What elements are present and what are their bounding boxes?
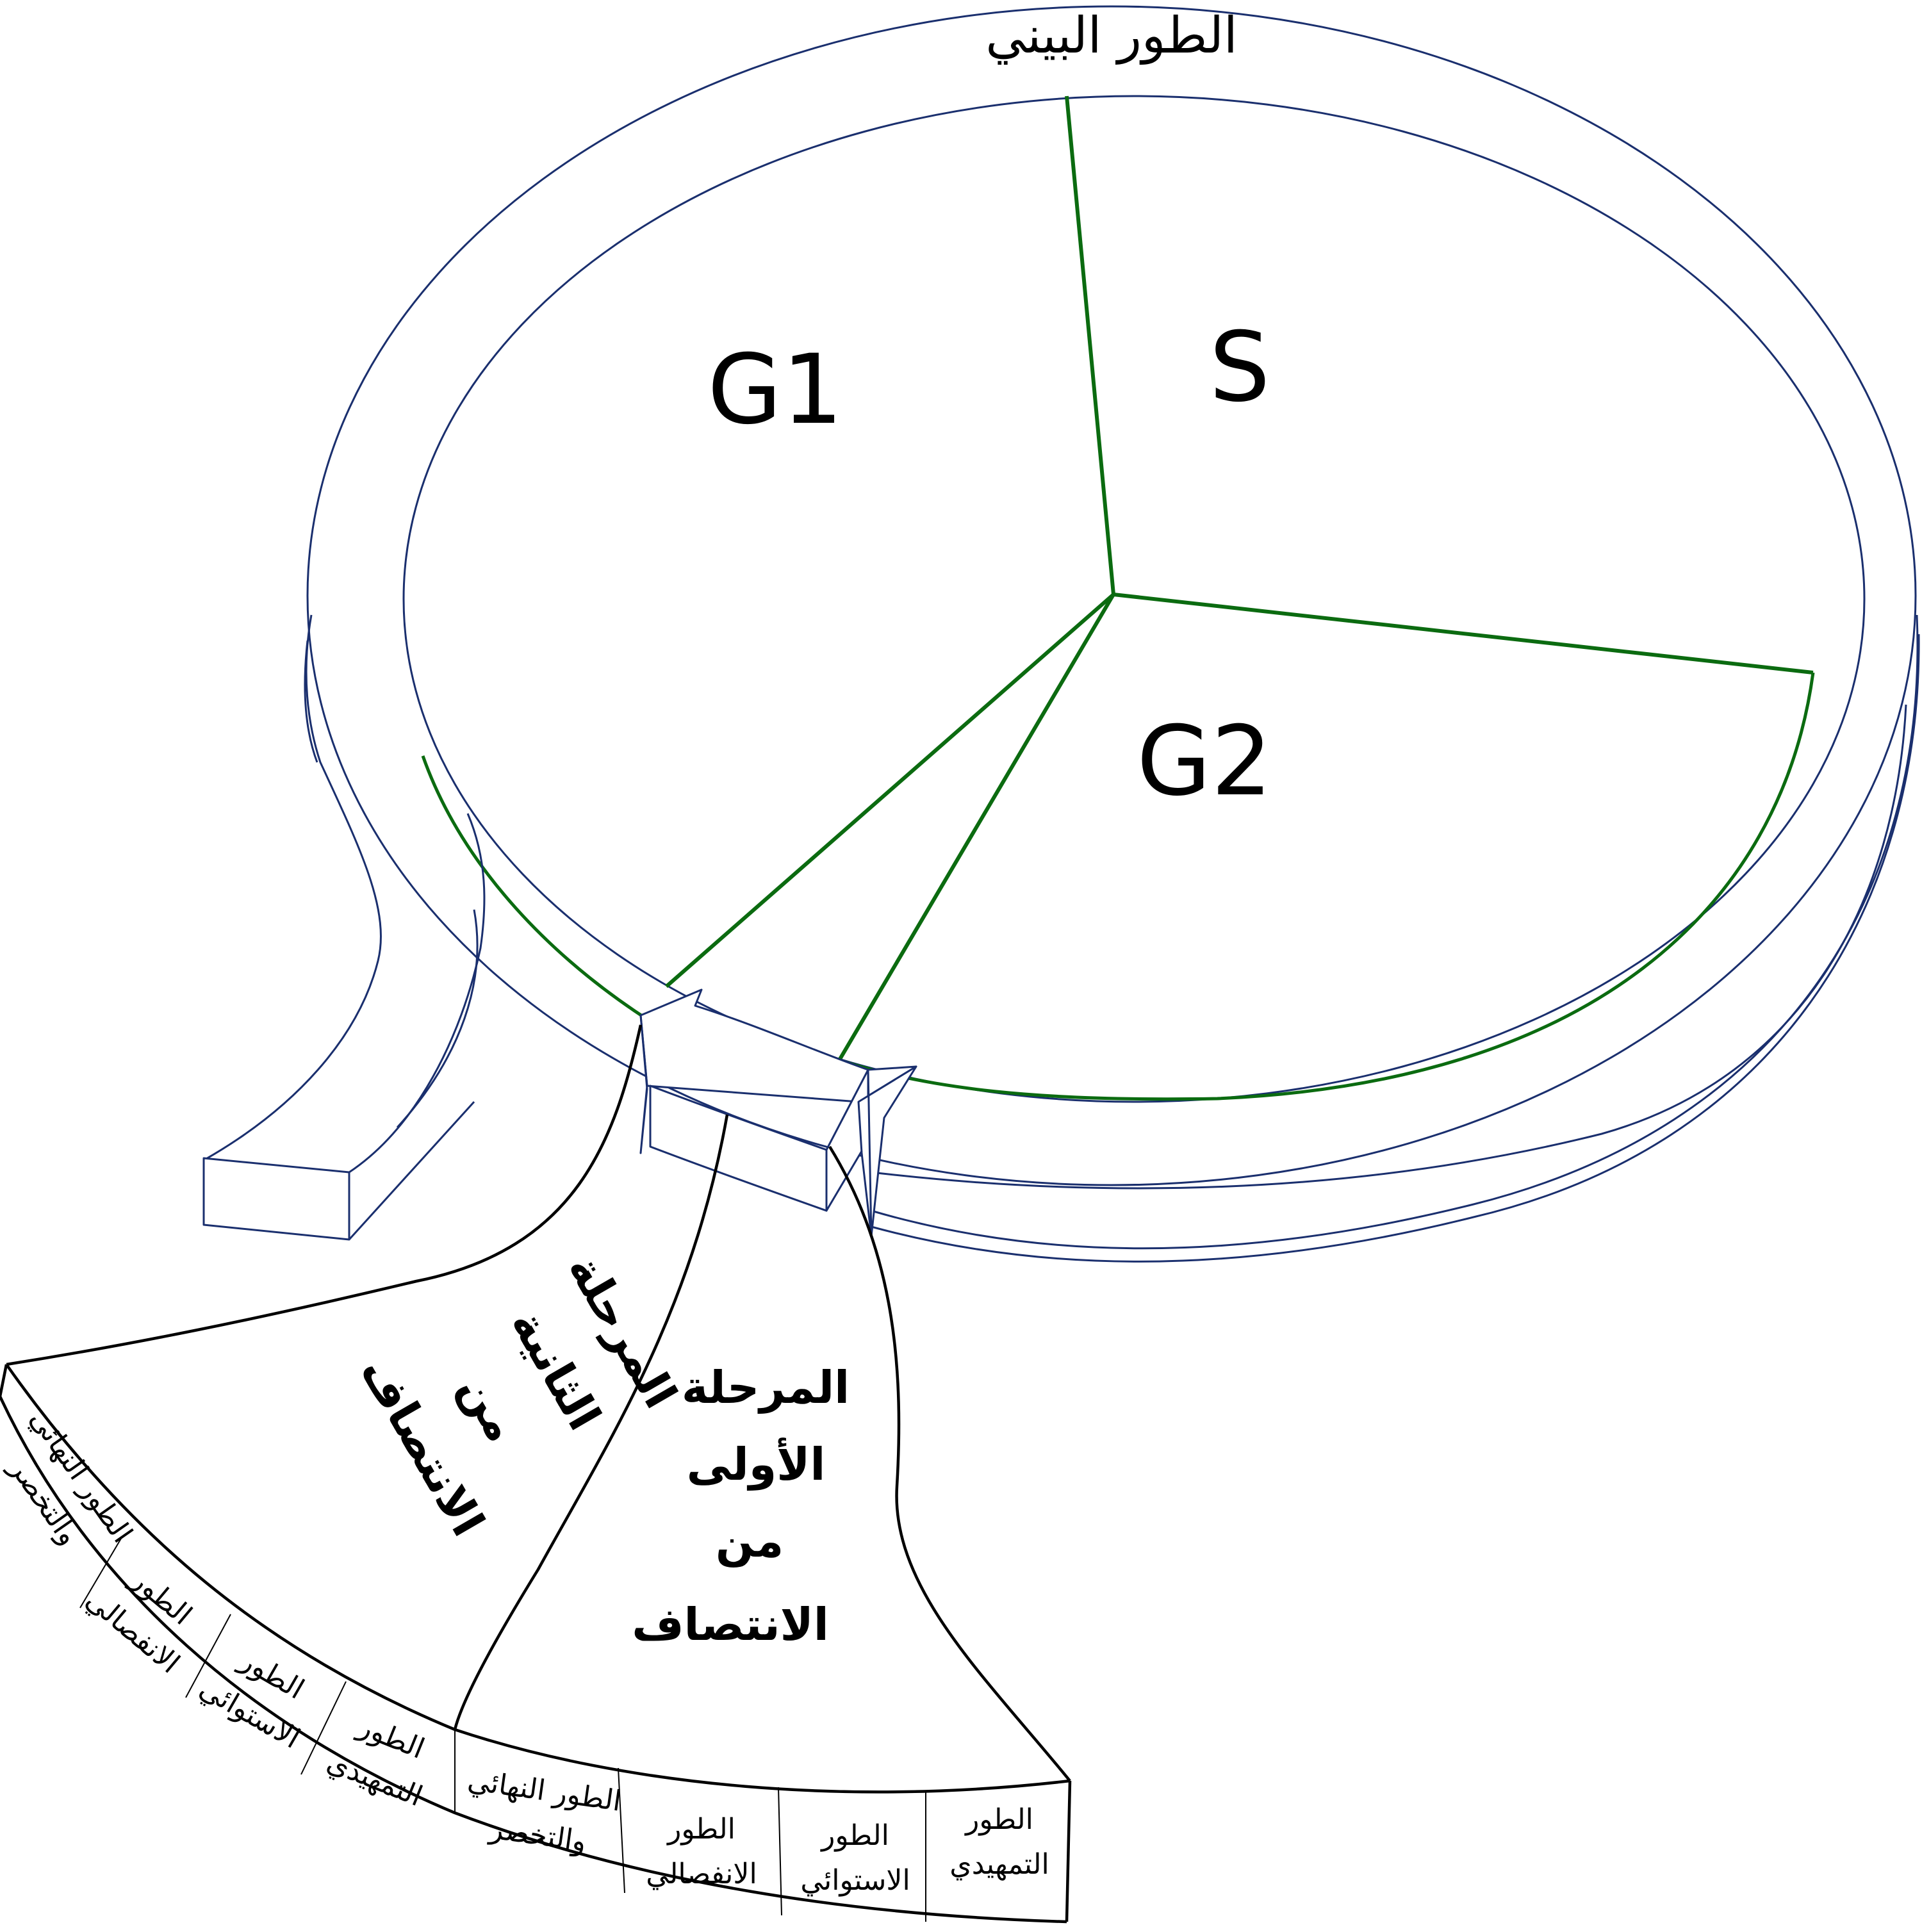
g2-arc: [839, 672, 1815, 1101]
interphase-ring: [202, 5, 1920, 1263]
s-label: S: [1209, 312, 1270, 423]
fan-middle-divider: [453, 1114, 729, 1730]
fan-left-boundary: [6, 1024, 643, 1366]
ring-outer-bottom: [871, 614, 1919, 1250]
g2-label: G2: [1137, 706, 1272, 817]
sep-m2-2: [185, 1614, 231, 1698]
m1-metaphase-l1: الطور: [820, 1819, 889, 1852]
tail-end-face: [202, 1157, 350, 1241]
m1-stage-anaphase: الطور الانفصالي: [646, 1813, 757, 1890]
m1-line-1: المرحلة: [682, 1361, 850, 1414]
fan-outer-arc: [5, 1363, 1071, 1794]
second-meiosis-label: المرحلة الثانية من الانتصاف: [350, 1245, 687, 1545]
tail-end-edge: [348, 1101, 475, 1241]
g1-arc: [421, 755, 668, 1033]
divider-g2-m: [837, 593, 1115, 1061]
sep-m1-3: [618, 1767, 625, 1894]
m1-line-4: الانتصاف: [632, 1598, 829, 1651]
fan-band-right-cap: [1065, 1780, 1072, 1922]
m1-telophase-l1: الطور النهائي: [466, 1764, 623, 1818]
fan-right-boundary: [828, 1145, 1071, 1782]
tail-inner: [349, 813, 486, 1174]
m1-telophase-l2: والتخصر: [487, 1812, 589, 1858]
m1-prophase-l2: التمهيدي: [949, 1848, 1049, 1881]
ring-inner-top: [402, 95, 1866, 1103]
sep-m2-1: [300, 1681, 347, 1775]
divider-g1-m: [665, 593, 1115, 988]
fan-band-left-cap: [0, 1364, 8, 1397]
m2-line-3: من: [449, 1365, 529, 1450]
ring-band-line: [871, 704, 1907, 1190]
m1-metaphase-l2: الاستوائي: [800, 1864, 910, 1897]
ring-outer-top: [306, 5, 1917, 1186]
connector-top: [639, 988, 917, 1103]
connector-right-arrow: [857, 1065, 917, 1238]
m1-stage-telophase: الطور النهائي والتخصر: [466, 1764, 623, 1858]
phase-dividers: [665, 95, 1814, 1061]
divider-s-g2: [1113, 593, 1814, 675]
connector-right-edge: [867, 1069, 873, 1237]
tail-outer: [204, 614, 382, 1161]
m2-stage-anaphase: الطور الانفصالي: [79, 1562, 198, 1680]
m1-stage-metaphase: الطور الاستوائي: [800, 1819, 910, 1897]
connector-left-arrow: [639, 1014, 648, 1154]
m-phase-connector: [639, 988, 917, 1238]
divider-g1-s: [1065, 95, 1115, 595]
g1-label: G1: [707, 334, 843, 446]
sep-m1-2: [778, 1787, 782, 1916]
tail-inner-2: [396, 909, 479, 1129]
m1-anaphase-l1: الطور: [666, 1813, 735, 1846]
ring-outer-bottom-2: [871, 634, 1920, 1263]
meiosis-fan: [0, 1024, 1072, 1924]
m1-line-3: من: [716, 1515, 784, 1568]
m2-stage-telophase: الطور النهائي والتخصر: [3, 1404, 139, 1551]
sep-m2-3: [79, 1537, 122, 1609]
m1-anaphase-l2: الانفصالي: [646, 1858, 757, 1890]
first-meiosis-label: المرحلة الأولى من الانتصاف: [632, 1361, 850, 1651]
interphase-label: الطور البيني: [985, 7, 1237, 65]
m1-line-2: الأولى: [687, 1437, 826, 1491]
tail-outer-2: [304, 640, 318, 763]
m1-stage-prophase: الطور التمهيدي: [949, 1803, 1049, 1881]
m2-stage-prophase: الطور التمهيدي: [322, 1709, 429, 1813]
m1-prophase-l1: الطور: [964, 1803, 1033, 1836]
connector-front: [649, 1085, 828, 1212]
